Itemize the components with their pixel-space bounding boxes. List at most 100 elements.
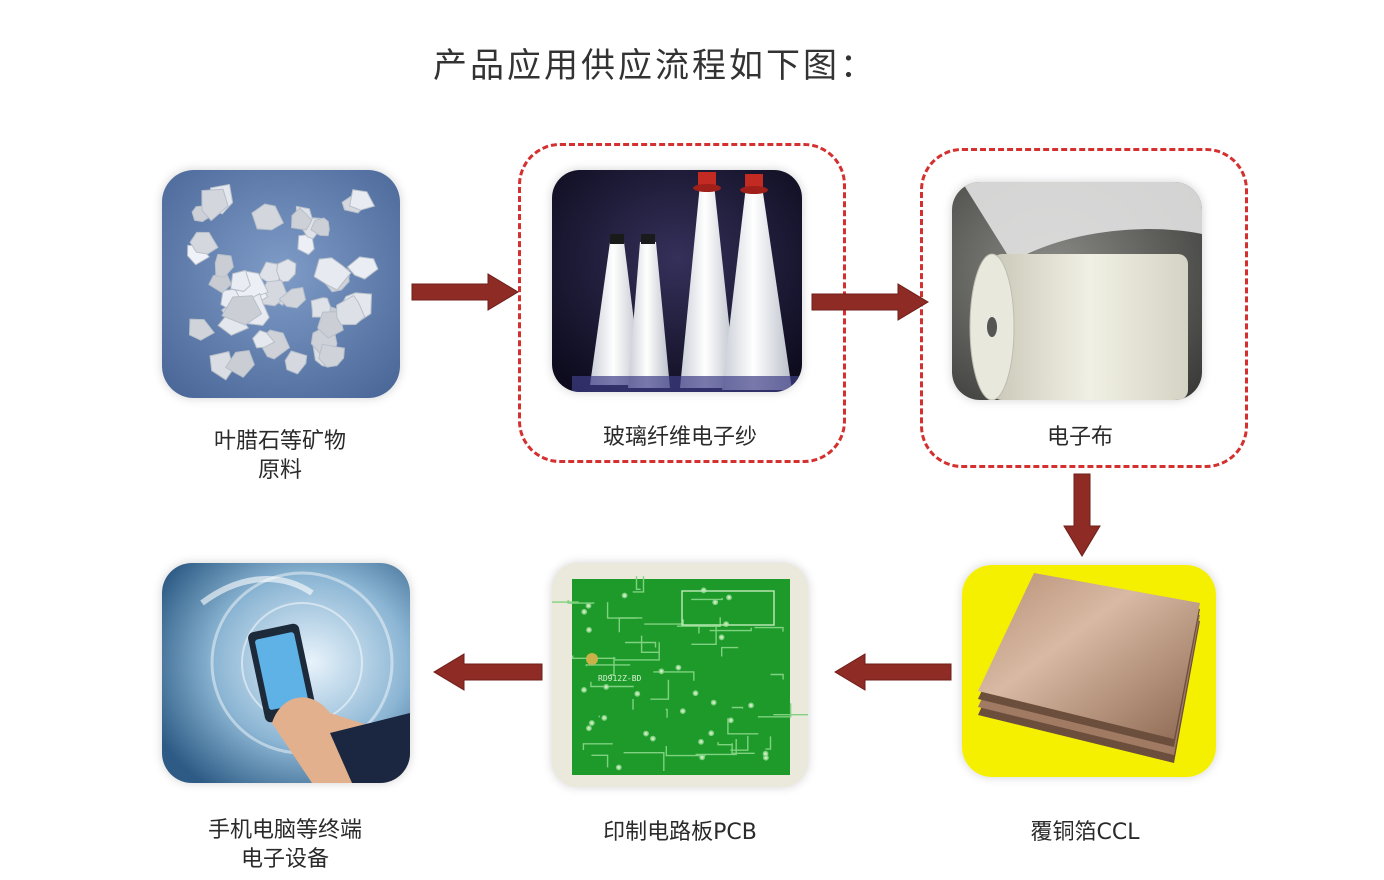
pcb-trace [665, 708, 668, 718]
glass-fiber-yarn-image [552, 170, 802, 392]
pcb-pad [708, 730, 715, 737]
rock-shape [310, 217, 330, 237]
rock-shape [214, 253, 234, 278]
arrow-minerals-to-yarn [410, 272, 520, 312]
pcb-trace [765, 736, 772, 750]
rock-shape [336, 294, 366, 326]
page-title: 产品应用供应流程如下图： [433, 46, 877, 86]
pcb-trace [730, 735, 749, 751]
pcb-trace [677, 625, 700, 634]
rock-shape [251, 203, 285, 231]
pcb-pad [699, 754, 706, 761]
pcb-trace [606, 602, 637, 619]
pcb-trace [717, 742, 733, 746]
pcb-pad [621, 592, 628, 599]
step-label-yarn: 玻璃纤维电子纱 [602, 425, 757, 450]
rock-shape [276, 258, 297, 283]
arrow-pcb-to-devices [432, 652, 544, 692]
pcb-trace [665, 746, 706, 757]
pcb-trace [731, 743, 755, 755]
pcb-trace [582, 743, 613, 750]
pcb-trace [623, 751, 665, 771]
pcb-pad [718, 634, 725, 641]
pcb-pad [712, 599, 719, 606]
pcb-trace [632, 698, 634, 710]
pcb-trace [591, 754, 609, 768]
rock-shape [188, 318, 215, 341]
highlight-frame-cloth [920, 148, 1248, 468]
arrow-yarn-to-cloth [810, 282, 930, 322]
pcb-trace [757, 703, 792, 718]
pcb-trace [691, 625, 717, 646]
pcb-pad [586, 725, 592, 732]
pcb-traces [552, 576, 808, 771]
rock-shape [209, 351, 235, 381]
pcb-pad [650, 735, 656, 742]
pcb-trace [773, 713, 808, 716]
rock-shape [313, 257, 352, 291]
pcb-trace [644, 619, 684, 625]
pcb-trace [590, 681, 634, 688]
pcb-pad [585, 602, 592, 609]
pcb-trace [691, 597, 723, 601]
pcb-pad [675, 664, 682, 671]
mineral-raw-material-image [162, 170, 400, 398]
rock-shape [318, 343, 345, 368]
arrow-cloth-to-ccl [1062, 472, 1102, 558]
pcb-trace [572, 655, 616, 660]
pcb-pad [634, 690, 641, 697]
rock-shape [290, 207, 313, 231]
pcb-pad [615, 764, 622, 771]
pcb-trace [632, 576, 645, 593]
copper-clad-laminate-image [962, 565, 1216, 777]
pcb-trace [720, 646, 739, 657]
step-label-pcb: 印制电路板PCB [603, 820, 757, 845]
pcb-trace [552, 601, 579, 603]
pcb-pad [658, 668, 665, 675]
rock-shape [201, 188, 229, 222]
rock-shape [349, 189, 376, 211]
rock-shape [284, 350, 308, 375]
pcb-trace [640, 635, 659, 654]
mineral-rocks [186, 183, 379, 381]
step-label-minerals-line2: 原料 [257, 458, 302, 483]
step-label-ccl: 覆铜箔CCL [1030, 820, 1140, 845]
electronic-cloth-image [952, 182, 1202, 400]
rock-shape [278, 286, 307, 309]
pcb-trace [610, 656, 615, 676]
pcb-trace [699, 617, 721, 627]
step-label-devices-line1: 手机电脑等终端 [207, 818, 362, 843]
terminal-device-image [162, 563, 410, 783]
pcb-trace [770, 673, 784, 680]
pcb-trace [598, 715, 600, 718]
rock-shape [224, 349, 255, 378]
pcb-trace [695, 739, 737, 756]
step-label-minerals: 叶腊石等矿物 原料 [180, 427, 380, 485]
pcb-trace [754, 626, 784, 632]
pcb-trace [614, 642, 660, 661]
pcb-pad [710, 699, 717, 706]
pcb-pad [588, 720, 595, 726]
pcb-pad [679, 708, 686, 715]
step-label-devices-line2: 电子设备 [240, 847, 329, 872]
pcb-board-code: RD912Z-BD [598, 674, 642, 683]
arrow-ccl-to-pcb [833, 652, 953, 692]
rock-shape [230, 269, 251, 292]
pcb-pad [698, 738, 704, 745]
pcb-pad [581, 608, 588, 615]
pcb-trace [653, 671, 695, 681]
pcb-trace [585, 664, 631, 667]
pcb-pad [581, 687, 587, 693]
pcb-trace [635, 576, 641, 590]
pcb-pad [726, 594, 732, 601]
pcb-trace [709, 627, 752, 632]
pcb-pad [762, 750, 769, 757]
pcb-pad [748, 702, 754, 709]
rock-shape [252, 329, 276, 349]
pcb-trace [625, 641, 657, 648]
pcb-trace [567, 600, 595, 604]
pcb-pad [727, 717, 734, 724]
rock-shape [346, 256, 379, 280]
step-label-minerals-line1: 叶腊石等矿物 [213, 429, 346, 454]
step-label-devices: 手机电脑等终端 电子设备 [180, 816, 390, 874]
